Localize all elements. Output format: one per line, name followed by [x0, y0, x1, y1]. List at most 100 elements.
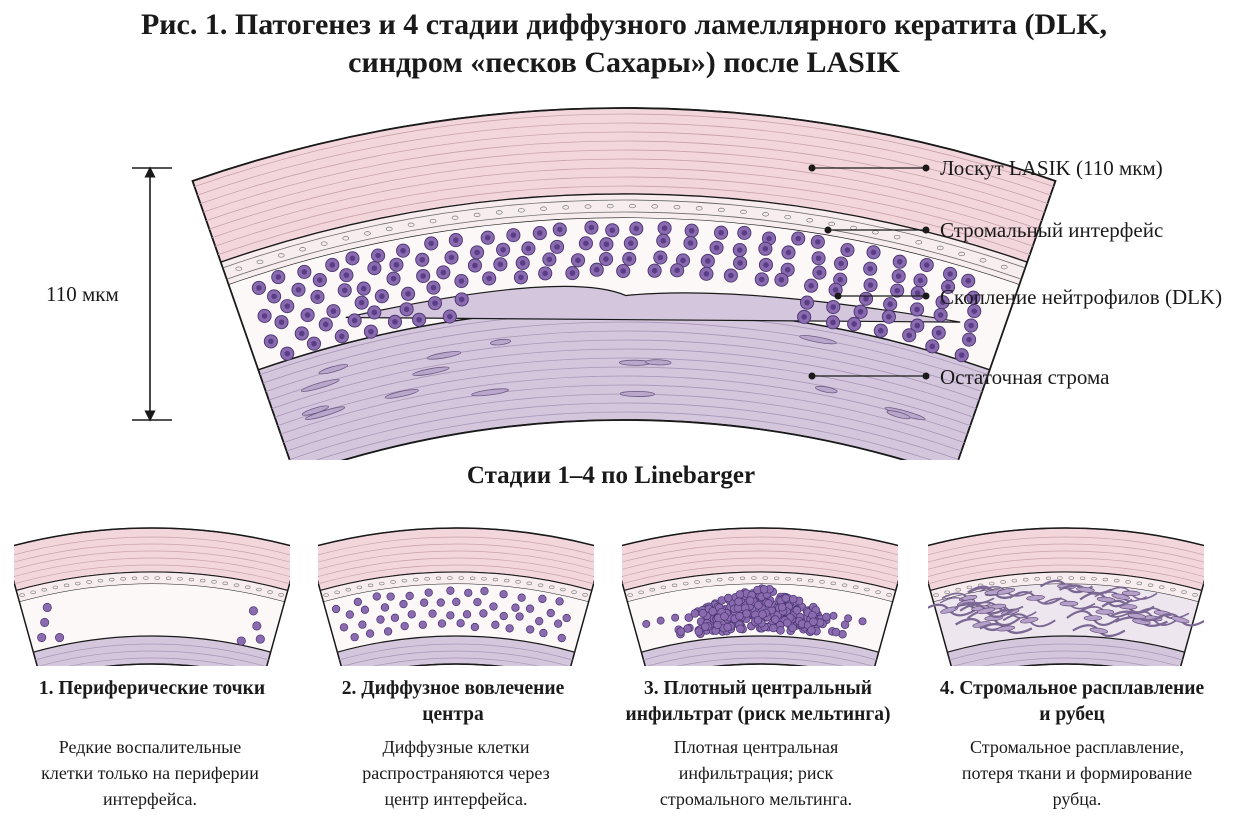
- neutrophil-nucleus: [458, 296, 465, 303]
- neutrophil-nucleus: [758, 276, 765, 283]
- stage-2-diagram: [318, 527, 594, 666]
- neutrophil-nucleus: [351, 317, 358, 324]
- neutrophil-nucleus: [301, 269, 308, 275]
- stage-interface-oval: [1147, 583, 1154, 587]
- stage-interface-oval: [739, 576, 746, 581]
- stage-interface-oval: [86, 580, 92, 584]
- stage-2-title-line-1: 2. Диффузное вовлечение: [341, 678, 565, 699]
- stage-interface-oval: [966, 585, 973, 590]
- layer-label-neutrophils: Скопление нейтрофилов (DLK): [940, 285, 1223, 309]
- stage-interface-oval: [694, 580, 700, 584]
- stage-cell: [386, 592, 395, 601]
- stage-interface-oval: [233, 583, 240, 587]
- stage-interface-oval: [515, 580, 521, 584]
- stage-cell: [789, 594, 798, 604]
- neutrophil-nucleus: [937, 312, 944, 318]
- stage-interface-oval: [97, 578, 104, 583]
- stroma-lamella: [265, 330, 983, 392]
- stage-interface-oval: [481, 577, 487, 581]
- stage-cell: [252, 621, 262, 631]
- neutrophil-nucleus: [330, 308, 337, 314]
- neutrophil-nucleus: [556, 226, 563, 233]
- stage-cell: [407, 610, 416, 619]
- stage-3-desc-line-3: стромального мельтинга.: [659, 789, 853, 809]
- neutrophil-nucleus: [867, 282, 874, 288]
- stage-clear-zone: [19, 584, 285, 653]
- figure-title-line-1: Рис. 1. Патогенез и 4 стадии диффузного …: [140, 8, 1108, 41]
- neutrophil-nucleus: [674, 267, 680, 274]
- neutrophil-nucleus: [945, 284, 951, 290]
- stage-interface-oval: [75, 581, 81, 586]
- stage-scar-cell: [1127, 613, 1147, 619]
- stage-cell: [758, 610, 767, 619]
- neutrophil-nucleus: [458, 278, 465, 284]
- neutrophil-nucleus: [867, 265, 874, 272]
- stage-interface-oval: [19, 593, 25, 597]
- cross-section-diagram: [132, 107, 1057, 460]
- stage-interface-oval: [52, 585, 59, 590]
- interface-oval: [562, 205, 570, 210]
- neutrophil-nucleus: [403, 306, 410, 313]
- stage-cell: [831, 627, 841, 637]
- neutrophil-nucleus: [440, 269, 447, 276]
- stage-1-desc-line-2: клетки только на периферии: [41, 763, 259, 783]
- stage-cell: [40, 617, 50, 627]
- neutrophil-nucleus: [651, 267, 658, 274]
- neutrophil-nucleus: [358, 299, 365, 306]
- interface-oval: [958, 251, 966, 257]
- neutrophil-nucleus: [261, 313, 268, 319]
- neutrophil-nucleus: [379, 293, 385, 300]
- interface-oval: [915, 240, 923, 245]
- stage-cell: [557, 633, 566, 643]
- neutrophil-nucleus: [737, 260, 743, 266]
- stage-interface-oval: [773, 576, 780, 580]
- neutrophil-nucleus: [447, 313, 453, 320]
- neutrophil-nucleus: [844, 247, 851, 253]
- neutrophil-nucleus: [275, 274, 282, 280]
- stage-lamella: [949, 643, 1183, 661]
- stage-scar-cell: [1089, 627, 1109, 634]
- neutrophil-nucleus: [795, 235, 802, 242]
- neutrophil-nucleus: [970, 294, 977, 301]
- stage-cell: [554, 619, 563, 628]
- stage-cell: [491, 620, 500, 629]
- interface-oval: [495, 210, 503, 215]
- stage-lamella: [68, 657, 236, 666]
- neutrophil-nucleus: [500, 246, 506, 253]
- stage-interface-oval: [469, 576, 476, 580]
- neutrophil-nucleus: [863, 295, 869, 302]
- neutrophil-nucleus: [519, 260, 526, 266]
- stage-cell: [735, 590, 745, 599]
- stage-cell: [383, 627, 393, 636]
- stage-interface-oval: [267, 590, 273, 594]
- keratocyte: [815, 385, 838, 394]
- stage-interface-oval: [582, 593, 588, 597]
- stage-scar-cell: [976, 607, 996, 614]
- neutrophil-nucleus: [914, 290, 921, 296]
- stage-interface-oval: [323, 593, 329, 597]
- neutrophil-nucleus: [268, 338, 274, 345]
- leader-dot: [922, 292, 930, 300]
- stage-interface-oval: [989, 581, 995, 586]
- stage-cell: [353, 597, 363, 607]
- neutrophil-nucleus: [603, 241, 610, 248]
- stage-cell: [539, 628, 548, 638]
- thickness-label: 110 мкм: [46, 282, 119, 306]
- neutrophil-nucleus: [914, 306, 920, 313]
- leader-dot: [834, 292, 842, 300]
- stage-interface-oval: [458, 576, 464, 580]
- neutrophil-nucleus: [838, 260, 844, 267]
- stage-interface-oval: [1045, 576, 1052, 581]
- interface-oval: [629, 203, 636, 209]
- stage-interface-oval: [649, 588, 655, 592]
- neutrophil-nucleus: [428, 240, 435, 247]
- neutrophil-nucleus: [339, 333, 345, 340]
- stage-interface-oval: [435, 576, 442, 581]
- stage-interface-oval: [188, 577, 195, 582]
- stage-interface-oval: [955, 588, 961, 592]
- interface-line: [222, 199, 1026, 269]
- stage-scar-cell: [1076, 586, 1095, 593]
- interface-oval: [320, 241, 328, 246]
- stage-lamella: [928, 550, 1204, 570]
- stage-interface-oval: [1034, 577, 1040, 581]
